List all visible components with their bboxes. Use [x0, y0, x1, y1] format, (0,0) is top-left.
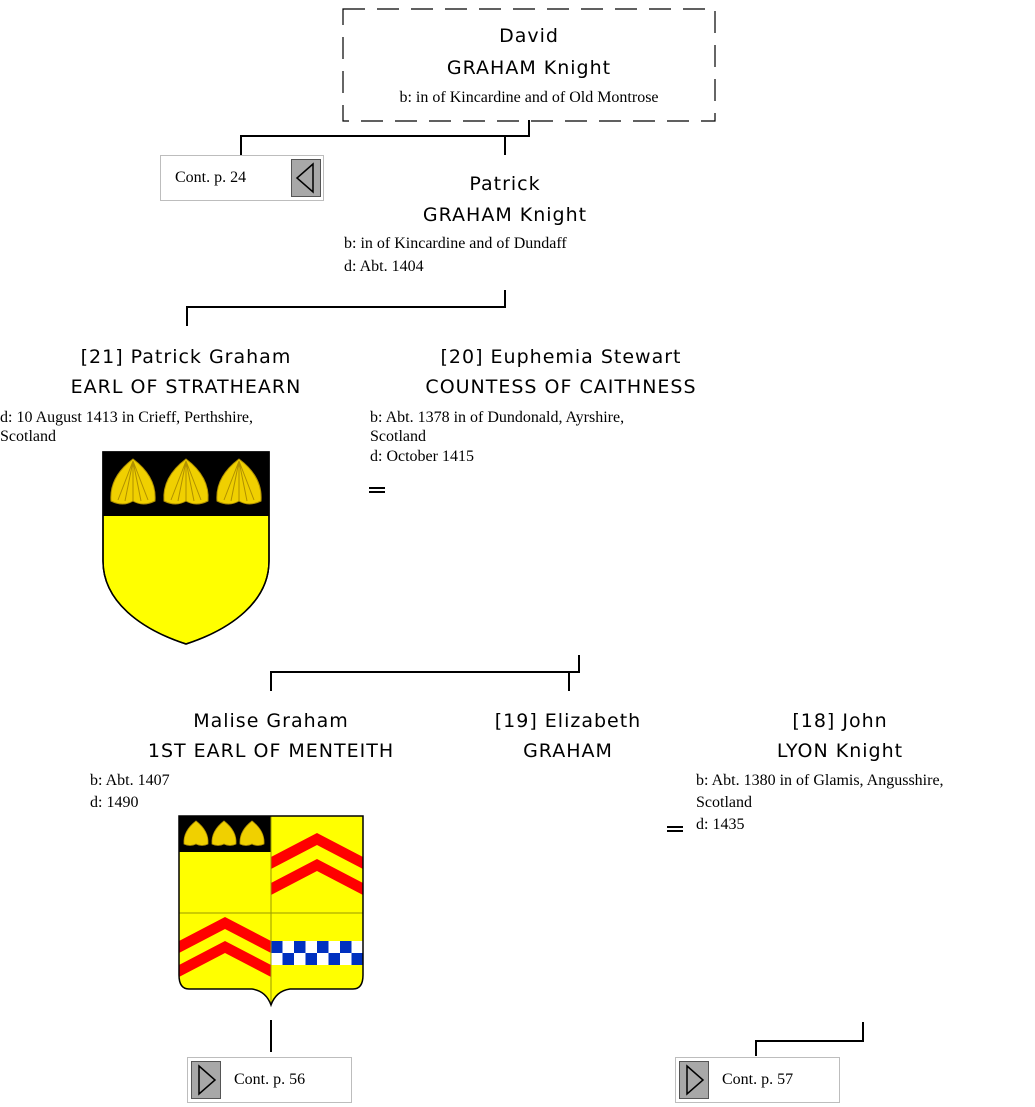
euphemia-birth: b: Abt. 1378 in of Dundonald, Ayrshire,: [370, 409, 625, 426]
patrick-earl-title: EARL OF STRATHEARN: [70, 376, 302, 398]
patrick-earl-death-place: Scotland: [0, 428, 56, 445]
david-given-name: David: [499, 25, 559, 47]
connector-line: [862, 1022, 864, 1042]
cont-page-56-button[interactable]: Cont. p. 56: [187, 1057, 352, 1103]
connector-line: [504, 135, 506, 155]
john-birth-place: Scotland: [696, 794, 752, 811]
cont-page-57-label: Cont. p. 57: [722, 1071, 794, 1088]
arrow-right-icon[interactable]: [679, 1061, 709, 1099]
elizabeth-surname: GRAHAM: [523, 740, 613, 762]
cont-page-57-button[interactable]: Cont. p. 57: [675, 1057, 840, 1103]
euphemia-name: [20] Euphemia Stewart: [440, 346, 682, 368]
connector-line: [755, 1040, 864, 1042]
marriage-equals-sign: [667, 826, 683, 832]
euphemia-death: d: October 1415: [370, 448, 474, 465]
connector-line: [186, 306, 506, 308]
connector-line: [186, 306, 188, 326]
patrick-earl-name: [21] Patrick Graham: [80, 346, 292, 368]
marriage-equals-sign: [369, 487, 385, 493]
connector-line: [270, 671, 580, 673]
david-box-border: [342, 8, 716, 122]
john-death: d: 1435: [696, 816, 745, 833]
john-surname: LYON Knight: [776, 740, 904, 762]
cont-page-24-button[interactable]: Cont. p. 24: [160, 155, 324, 201]
john-name: [18] John: [792, 710, 888, 732]
arrow-left-icon[interactable]: [291, 159, 321, 197]
malise-birth: b: Abt. 1407: [90, 772, 170, 789]
connector-line: [528, 120, 530, 136]
john-birth: b: Abt. 1380 in of Glamis, Angusshire,: [696, 772, 944, 789]
cont-page-56-label: Cont. p. 56: [234, 1071, 306, 1088]
connector-line: [240, 135, 242, 155]
euphemia-birth-place: Scotland: [370, 428, 426, 445]
menteith-coat-of-arms: [178, 815, 364, 1008]
connector-line: [568, 671, 570, 691]
arrow-right-icon[interactable]: [191, 1061, 221, 1099]
cont-page-24-label: Cont. p. 24: [175, 169, 247, 186]
patrick-earl-death: d: 10 August 1413 in Crieff, Perthshire,: [0, 409, 254, 426]
david-birth: b: in of Kincardine and of Old Montrose: [399, 89, 659, 106]
david-surname: GRAHAM Knight: [446, 57, 612, 79]
patrick-knight-given-name: Patrick: [469, 173, 541, 195]
connector-line: [270, 671, 272, 691]
strathearn-coat-of-arms: [102, 451, 270, 645]
euphemia-title: COUNTESS OF CAITHNESS: [425, 376, 697, 398]
patrick-knight-death: d: Abt. 1404: [344, 258, 424, 275]
connector-line: [755, 1040, 757, 1056]
patrick-knight-surname: GRAHAM Knight: [422, 204, 588, 226]
connector-line: [578, 655, 580, 673]
elizabeth-name: [19] Elizabeth: [494, 710, 642, 732]
malise-name: Malise Graham: [193, 710, 349, 732]
connector-line: [504, 290, 506, 308]
malise-death: d: 1490: [90, 794, 139, 811]
connector-line: [270, 1020, 272, 1052]
patrick-knight-birth: b: in of Kincardine and of Dundaff: [344, 235, 567, 252]
connector-line: [240, 135, 530, 137]
malise-title: 1ST EARL OF MENTEITH: [147, 740, 395, 762]
